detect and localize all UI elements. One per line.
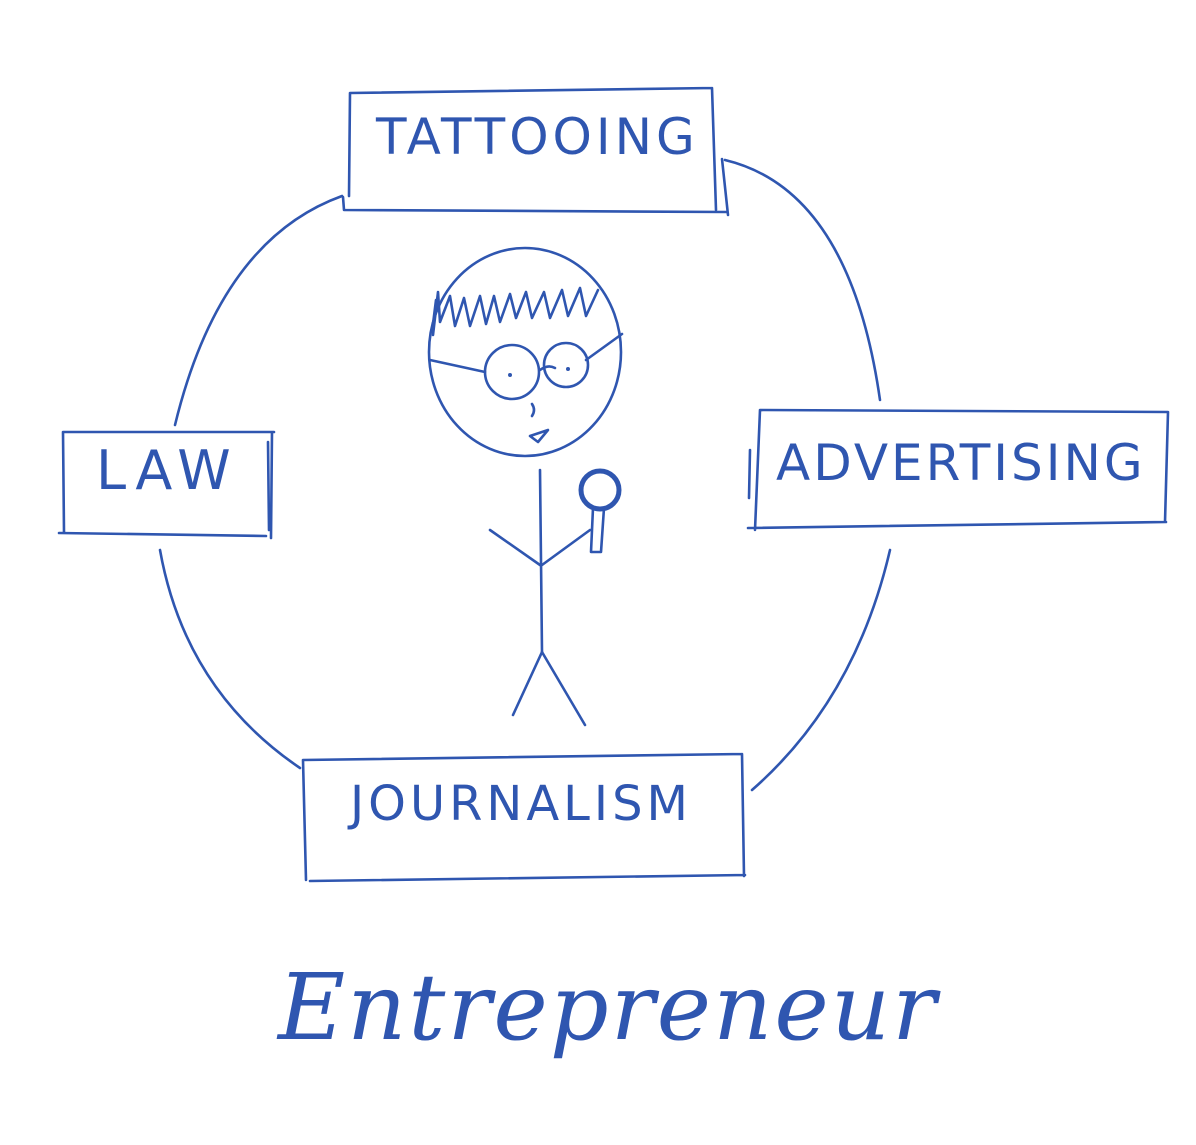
head [427, 246, 623, 458]
stick-figure-icon [427, 246, 624, 727]
arc-advertising-journalism [750, 548, 892, 792]
arc-tattooing-advertising [723, 158, 882, 402]
journalism-box [301, 752, 747, 883]
body [538, 468, 544, 654]
node-law: LAW [96, 439, 239, 502]
microphone-icon [578, 468, 622, 554]
tattooing-box [341, 86, 730, 217]
arc-journalism-law [158, 548, 302, 770]
arm-left [488, 528, 542, 567]
mouth [528, 428, 550, 444]
advertising-box [746, 408, 1170, 532]
arm-right [540, 528, 592, 567]
nose [530, 402, 536, 418]
legs [511, 650, 587, 727]
node-advertising: ADVERTISING [776, 434, 1146, 492]
glasses [428, 332, 624, 374]
arc-law-tattooing [173, 194, 344, 427]
node-journalism: JOURNALISM [350, 776, 692, 832]
law-box [57, 430, 276, 540]
hair [430, 286, 600, 337]
node-tattooing: TATTOOING [376, 108, 699, 166]
caption-entrepreneur: Entrepreneur [278, 954, 939, 1061]
